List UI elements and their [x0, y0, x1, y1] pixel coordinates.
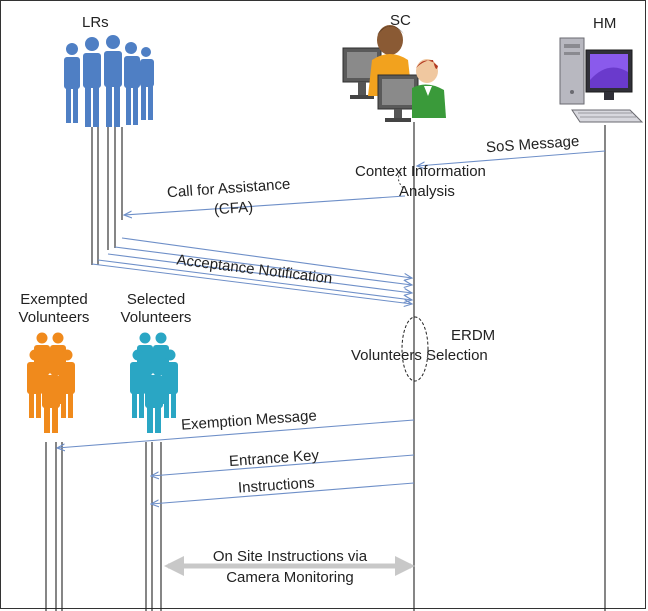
exempted-lifelines	[45, 442, 63, 611]
hm-label: HM	[593, 15, 617, 32]
volunteers-selection-label: Volunteers Selection	[351, 347, 488, 364]
sc-operators-at-computers-icon	[342, 25, 446, 122]
exempted-label-line2: Volunteers	[18, 309, 90, 326]
erdm-selection-ellipse	[401, 316, 429, 382]
onsite-label-line1: On Site Instructions via	[212, 548, 368, 565]
onsite-label-line2: Camera Monitoring	[226, 569, 354, 586]
acceptance-arrow-1	[121, 237, 412, 278]
selected-lifelines	[145, 442, 162, 611]
context-analysis-marker	[397, 171, 404, 189]
lrs-lifelines	[91, 127, 123, 265]
selected-label-line2: Volunteers	[120, 309, 192, 326]
sos-message-arrow	[417, 150, 606, 166]
selected-volunteers-label: Selected Volunteers	[108, 291, 204, 327]
cfa-label-line2: (CFA)	[213, 198, 254, 219]
selected-people-group-icon	[130, 332, 178, 433]
lrs-label: LRs	[82, 14, 109, 31]
acceptance-arrow-2	[114, 246, 412, 285]
entrance-key-arrow	[151, 454, 415, 476]
lrs-people-group-icon	[64, 35, 154, 127]
instructions-arrow	[151, 482, 415, 504]
context-analysis-label-line2: Analysis	[399, 183, 455, 200]
sc-label: SC	[390, 12, 411, 29]
cfa-arrow	[124, 195, 406, 215]
exemption-message-arrow	[57, 419, 415, 448]
selected-label-line1: Selected	[126, 291, 186, 308]
erdm-label: ERDM	[451, 327, 496, 344]
exempted-label-line1: Exempted	[20, 291, 88, 308]
onsite-instructions-label: On Site Instructions via Camera Monitori…	[180, 548, 400, 587]
hm-desktop-computer-icon	[559, 37, 644, 123]
acceptance-arrow-4	[97, 259, 412, 300]
exempted-people-group-icon	[27, 332, 75, 433]
acceptance-arrow-3	[107, 253, 412, 293]
exempted-volunteers-label: Exempted Volunteers	[6, 291, 102, 327]
acceptance-arrow-5	[91, 263, 412, 304]
context-analysis-label-line1: Context Information	[355, 163, 486, 180]
